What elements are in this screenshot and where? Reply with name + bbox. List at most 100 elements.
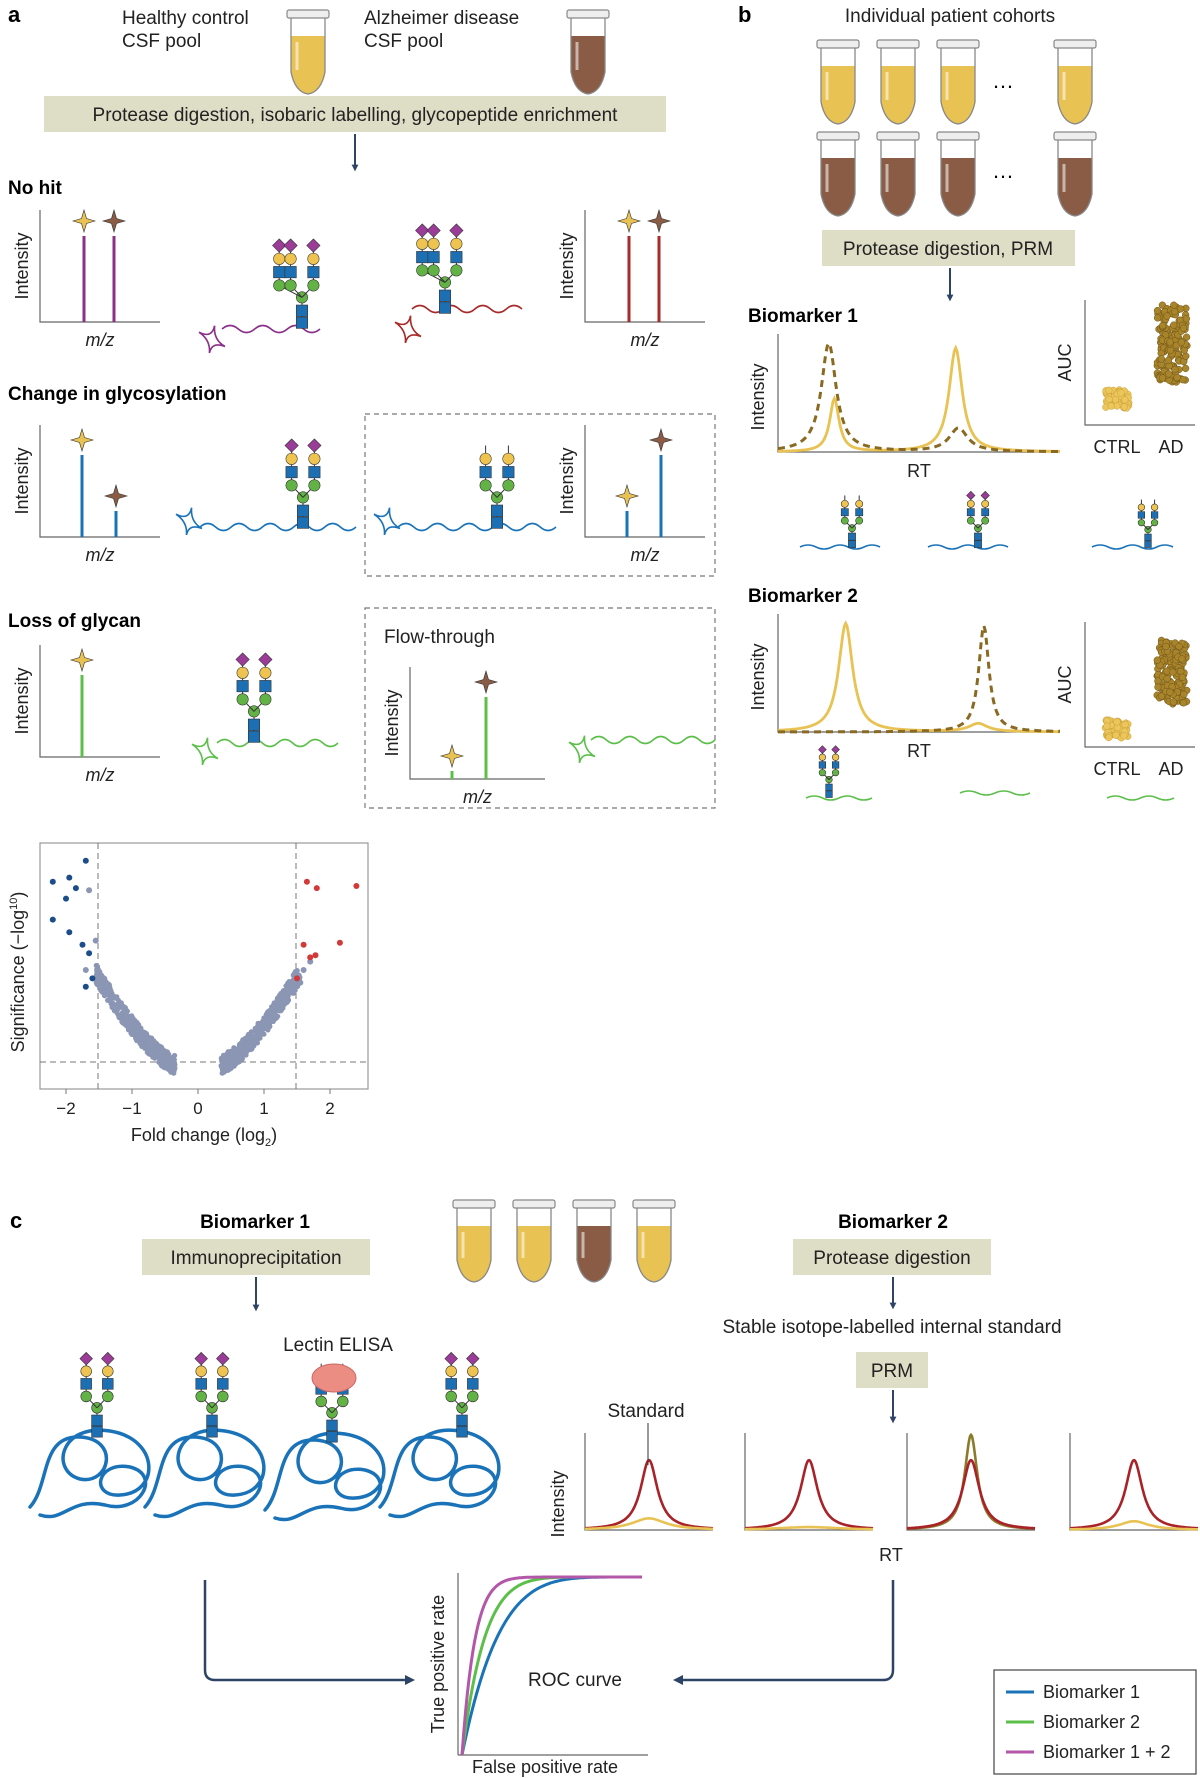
volcano-point	[231, 1045, 237, 1051]
b2-ad-point	[1178, 673, 1187, 681]
galactose-circle	[284, 252, 297, 265]
galactose-circle	[502, 452, 515, 465]
volcano-point	[274, 999, 280, 1005]
volcano-point	[146, 1037, 153, 1043]
sialic-acid-diamond	[235, 652, 250, 667]
b1-ad-point	[1157, 355, 1166, 363]
sample-tube	[1053, 39, 1097, 125]
control-pool-label-2: CSF pool	[122, 31, 201, 52]
tube-outline	[516, 1208, 552, 1283]
spectrum-intensity-label: Intensity	[12, 447, 32, 514]
mannose-circle	[981, 516, 990, 525]
volcano-point	[300, 967, 307, 973]
b2-ad-point	[1169, 668, 1177, 676]
patient-cohort-tubes	[816, 39, 1097, 217]
tube-outline	[636, 1208, 672, 1283]
b-biomarker2-title: Biomarker 2	[748, 586, 858, 607]
volcano-tick-label: −1	[122, 1099, 141, 1118]
volcano-point	[222, 1060, 229, 1066]
standard-chrom-axes	[744, 1433, 873, 1531]
volcano-point-up	[307, 954, 314, 961]
peptide-backbone	[199, 522, 357, 532]
volcano-point	[143, 1041, 149, 1048]
sample-tube	[452, 1199, 496, 1283]
galactose-circle	[217, 1365, 229, 1377]
c-rt-label: RT	[879, 1545, 903, 1565]
tube-liquid	[821, 158, 855, 216]
b1-ad-point	[1179, 324, 1188, 332]
roc-x-label: False positive rate	[472, 1757, 618, 1777]
b1-ad-point	[1158, 374, 1167, 382]
sialic-acid-diamond	[272, 238, 287, 253]
glcnac-square	[91, 1426, 103, 1438]
volcano-point	[164, 1057, 170, 1063]
volcano-point	[279, 1004, 286, 1010]
chromatogram-ad-dashed	[778, 620, 1060, 734]
glycan-structure	[415, 223, 464, 314]
volcano-point	[112, 995, 118, 1001]
galactose-circle	[981, 499, 990, 508]
peptide-backbone	[1091, 544, 1174, 550]
b1-ctrl-label: CTRL	[1093, 437, 1140, 457]
volcano-point-down	[66, 874, 73, 881]
tube-cap	[876, 39, 920, 49]
mannose-circle	[831, 769, 840, 777]
spectrum-mz-label: m/z	[631, 545, 660, 565]
standard-chrom-trace	[585, 1517, 713, 1531]
volcano-point	[292, 987, 298, 993]
b1-ad-point	[1177, 305, 1185, 313]
b2-chrom-axes	[777, 614, 1060, 733]
volcano-point	[231, 1062, 238, 1068]
c-biomarker1-title: Biomarker 1	[200, 1212, 310, 1233]
flow-through-label: Flow-through	[384, 627, 495, 648]
mannose-circle	[102, 1390, 114, 1403]
glcnac-square	[825, 790, 833, 798]
volcano-point	[307, 958, 314, 965]
glcnac-square	[445, 1378, 457, 1390]
panel-b-step-box	[822, 230, 1075, 266]
mannose-circle	[855, 516, 864, 525]
galactose-circle	[818, 753, 827, 761]
glcnac-square	[326, 1419, 338, 1432]
glcnac-square	[195, 1378, 207, 1390]
tube-liquid	[821, 66, 855, 124]
galactose-circle	[308, 452, 321, 465]
standard-chrom-axes	[584, 1433, 713, 1531]
volcano-point	[254, 1036, 261, 1043]
b2-chrom-rt-label: RT	[907, 741, 931, 761]
sialic-acid-diamond	[980, 490, 990, 501]
volcano-point-up	[313, 885, 320, 892]
galactose-circle	[1150, 503, 1159, 511]
volcano-point-up	[294, 975, 300, 982]
tube-liquid	[1058, 66, 1092, 124]
flow-through-box	[364, 607, 716, 809]
peptide-backbone	[805, 795, 873, 801]
roc-curve	[460, 1575, 642, 1756]
volcano-point	[112, 1003, 118, 1009]
legend-label-biomarker2: Biomarker 2	[1043, 1712, 1140, 1732]
spectrum-mz-label: m/z	[631, 330, 660, 350]
b1-ad-point	[1170, 307, 1179, 316]
mannose-circle	[80, 1390, 92, 1403]
sialic-acid-diamond	[284, 438, 299, 453]
tube-cap	[632, 1199, 676, 1209]
glycan-structure	[479, 445, 515, 529]
mannose-circle	[1137, 519, 1145, 527]
biomarker2-to-roc-arrow	[673, 1580, 895, 1685]
glcnac-square	[818, 761, 826, 769]
sialic-acid-diamond	[466, 1351, 480, 1366]
sialic-acid-diamond	[415, 223, 430, 238]
tube-liquid	[881, 66, 915, 124]
panel-b-title: Individual patient cohorts	[845, 6, 1055, 27]
b1-ad-point	[1182, 315, 1191, 323]
isobaric-tag-star	[616, 208, 642, 234]
tube-liquid	[517, 1226, 551, 1282]
biomarker1-to-roc-arrow	[203, 1580, 415, 1685]
volcano-point-down	[72, 885, 79, 892]
volcano-point	[238, 1044, 244, 1050]
sialic-acid-diamond	[307, 438, 322, 453]
volcano-points	[49, 857, 360, 1076]
tube-outline	[576, 1208, 612, 1283]
